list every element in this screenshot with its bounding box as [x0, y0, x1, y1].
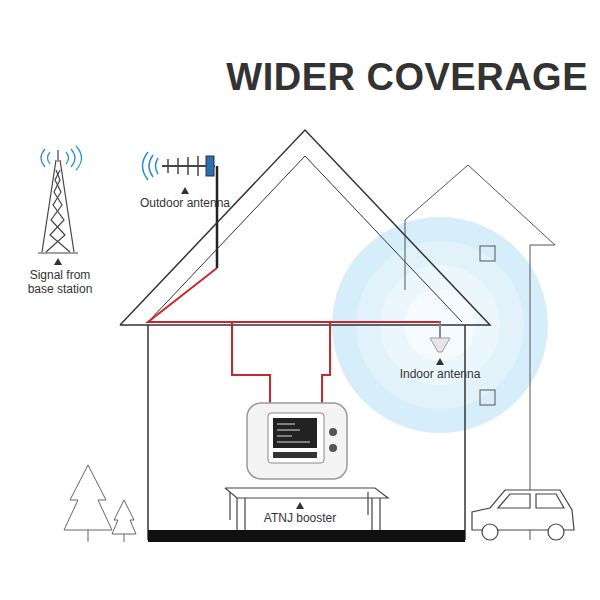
booster-label: ATNJ booster: [260, 511, 340, 525]
indoor-antenna-label: Indoor antenna: [385, 367, 495, 381]
base-station-tower: [38, 146, 82, 253]
indoor-antenna: [430, 322, 450, 352]
car: [472, 490, 574, 540]
coax-cable: [148, 268, 440, 405]
trees: [64, 465, 136, 542]
diagram-title: WIDER COVERAGE: [226, 56, 588, 99]
signal-booster: [247, 403, 347, 479]
pointer-marks: [54, 187, 444, 509]
table: [225, 488, 388, 530]
outdoor-antenna-label: Outdoor antenna: [130, 196, 240, 210]
outdoor-antenna: [143, 152, 218, 268]
base-station-label: Signal from base station: [15, 268, 105, 296]
neighbor-house: [405, 165, 555, 540]
house: [120, 130, 490, 542]
